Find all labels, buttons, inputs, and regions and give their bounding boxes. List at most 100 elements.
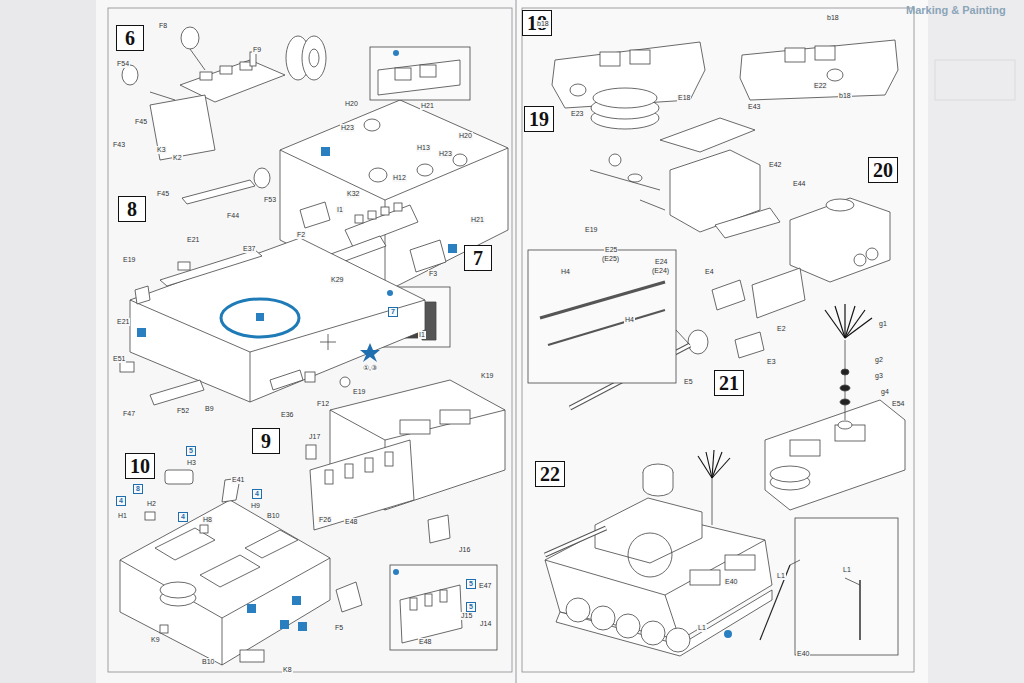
part-label: E43 bbox=[747, 103, 761, 111]
part-label: H23 bbox=[340, 124, 355, 132]
step-7-rear-hull bbox=[370, 47, 470, 100]
part-label: H23 bbox=[438, 150, 453, 158]
callout-number: 4 bbox=[178, 512, 188, 522]
step-9-rear-plate bbox=[440, 410, 470, 424]
step-21-engine-deck bbox=[765, 304, 905, 510]
step-number: 22 bbox=[540, 463, 560, 485]
step-7-rear-hull bbox=[394, 203, 402, 211]
step-number-box: 20 bbox=[868, 157, 898, 183]
step-19-turret bbox=[660, 118, 755, 152]
part-label: E47 bbox=[478, 582, 492, 590]
step-20-gun bbox=[528, 250, 676, 383]
step-22-tank bbox=[859, 580, 860, 640]
part-label: K9 bbox=[150, 636, 161, 644]
callout-number: 8 bbox=[133, 484, 143, 494]
part-label: B10 bbox=[201, 658, 215, 666]
step-7-rear-hull bbox=[364, 119, 380, 131]
step-21-engine-deck bbox=[845, 340, 846, 420]
step-number-box: 8 bbox=[118, 196, 146, 222]
step-20-gun bbox=[752, 268, 805, 318]
page-heading: Marking & Painting bbox=[905, 4, 1007, 16]
callout-number: 5 bbox=[186, 446, 196, 456]
step-number: 21 bbox=[719, 372, 739, 394]
step-6-suspension bbox=[150, 95, 215, 160]
step-21-engine-deck bbox=[765, 400, 905, 510]
step-21-engine-deck bbox=[838, 421, 852, 429]
part-label: J17 bbox=[308, 433, 321, 441]
callout-number: 5 bbox=[466, 579, 476, 589]
step-6-suspension bbox=[220, 66, 232, 74]
step-10-engine-deck bbox=[145, 512, 155, 520]
part-label: g4 bbox=[880, 388, 890, 396]
step-6-suspension bbox=[190, 49, 205, 70]
step-21-engine-deck bbox=[840, 399, 850, 405]
step-18-turret-top bbox=[740, 40, 898, 100]
step-18-turret-top bbox=[785, 48, 805, 62]
paint-icons bbox=[393, 50, 399, 56]
part-label: g1 bbox=[878, 320, 888, 328]
paint-icons bbox=[292, 596, 301, 605]
part-label: I1 bbox=[336, 206, 344, 214]
step-21-engine-deck bbox=[825, 310, 845, 338]
part-label: H21 bbox=[420, 102, 435, 110]
step-20-gun bbox=[854, 254, 866, 266]
step-10-engine-deck bbox=[160, 625, 168, 633]
step-22-tank bbox=[712, 452, 722, 478]
step-22-tank bbox=[591, 606, 615, 630]
step-9-rear-plate bbox=[325, 470, 333, 484]
step-9-rear-plate bbox=[390, 565, 497, 650]
step-6-suspension bbox=[182, 180, 255, 204]
part-label: E23 bbox=[570, 110, 584, 118]
step-20-gun bbox=[866, 248, 878, 260]
part-label: g2 bbox=[874, 356, 884, 364]
page-ground bbox=[96, 0, 518, 683]
step-21-engine-deck bbox=[790, 440, 820, 456]
part-label: F9 bbox=[252, 46, 262, 54]
step-20-gun bbox=[676, 330, 690, 345]
page-ground bbox=[108, 8, 512, 672]
step-7-rear-hull bbox=[417, 164, 433, 176]
part-label: F54 bbox=[116, 60, 130, 68]
page-ground bbox=[935, 60, 1015, 100]
callout-number: 4 bbox=[116, 496, 126, 506]
paint-icons bbox=[256, 313, 264, 321]
step-22-tank bbox=[628, 533, 672, 577]
step-6-suspension bbox=[250, 52, 256, 66]
step-9-rear-plate bbox=[425, 594, 432, 606]
step-number-box: 9 bbox=[252, 428, 280, 454]
step-7-rear-hull bbox=[410, 240, 446, 272]
step-21-engine-deck bbox=[840, 385, 850, 391]
part-label: F5 bbox=[334, 624, 344, 632]
step-20-gun bbox=[735, 332, 764, 358]
paint-icons bbox=[321, 147, 330, 156]
step-8-upper-hull bbox=[270, 370, 303, 390]
step-6-suspension bbox=[122, 65, 138, 85]
page-ground bbox=[522, 8, 914, 672]
part-label: E22 bbox=[813, 82, 827, 90]
step-8-upper-hull bbox=[160, 250, 262, 286]
step-21-engine-deck bbox=[770, 466, 810, 482]
part-label: H13 bbox=[416, 144, 431, 152]
part-label: F45 bbox=[134, 118, 148, 126]
step-22-tank bbox=[698, 450, 730, 478]
step-22-tank bbox=[706, 452, 712, 478]
step-9-rear-plate bbox=[310, 440, 414, 530]
step-number: 10 bbox=[130, 455, 150, 477]
part-label: E36 bbox=[280, 411, 294, 419]
step-21-engine-deck bbox=[845, 310, 865, 338]
step-number: 6 bbox=[125, 27, 135, 49]
part-label: E4 bbox=[704, 268, 715, 276]
part-label: J15 bbox=[460, 612, 473, 620]
step-6-suspension bbox=[200, 72, 212, 80]
step-19-turret bbox=[715, 208, 780, 238]
step-22-tank bbox=[566, 598, 590, 622]
part-label: E51 bbox=[112, 355, 126, 363]
part-label: K3 bbox=[156, 146, 167, 154]
part-label: E48 bbox=[344, 518, 358, 526]
part-label: E48 bbox=[418, 638, 432, 646]
step-9-rear-plate bbox=[400, 585, 462, 643]
step-20-gun bbox=[528, 198, 890, 408]
step-9-rear-plate bbox=[428, 515, 450, 543]
step-7-rear-hull bbox=[368, 211, 376, 219]
